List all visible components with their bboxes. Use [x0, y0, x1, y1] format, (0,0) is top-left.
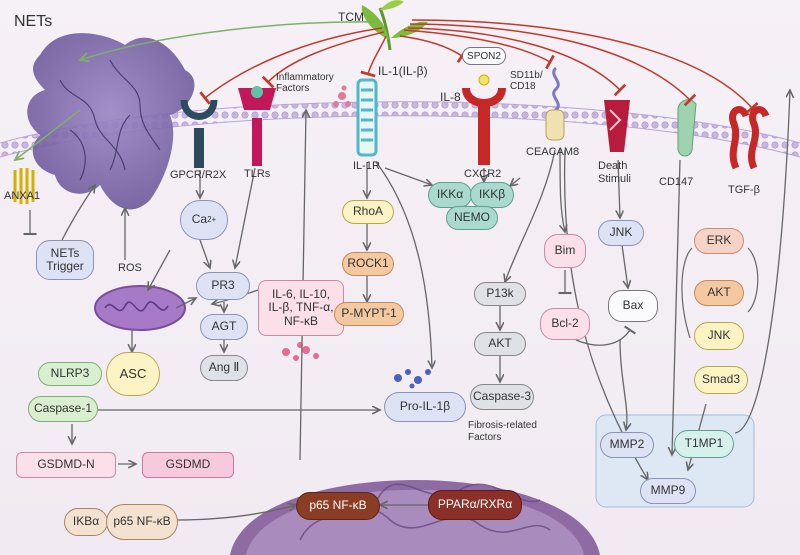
cxcr2-label: CXCR2 — [464, 168, 502, 180]
cxcr2-receptor — [462, 74, 506, 165]
fibrosis-label: Fibrosis-related Factors — [468, 420, 537, 443]
erk-node: ERK — [694, 228, 744, 254]
p65a-node: p65 NF-κB — [106, 504, 178, 540]
spon2-node: SPON2 — [462, 47, 506, 65]
gsdmd-node: GSDMD — [142, 452, 234, 478]
il1r-receptor — [356, 78, 378, 157]
nemo-node: NEMO — [446, 206, 498, 230]
mmp9-node: MMP9 — [640, 478, 696, 504]
rock1-node: ROCK1 — [342, 252, 394, 276]
anxa1-receptor — [13, 168, 35, 204]
mmp2-node: MMP2 — [600, 432, 654, 458]
nlrp3-node: NLRP3 — [38, 362, 102, 386]
tlrs-receptor — [238, 86, 276, 166]
il8-label: IL-8 — [440, 90, 461, 104]
p13k-node: P13k — [474, 282, 526, 306]
nets-trigger-node: NETs Trigger — [36, 240, 94, 280]
pmypt1-node: P-MYPT-1 — [334, 302, 404, 326]
nets-label: NETs — [14, 13, 53, 30]
cd147-receptor — [677, 99, 697, 157]
ca-text: Ca — [191, 212, 208, 227]
ikka-node: IKKα — [428, 182, 472, 208]
jnk1-node: JNK — [598, 220, 644, 246]
gpcr-label: GPCR/R2X — [170, 169, 227, 181]
ca-superscript: 2+ — [207, 214, 217, 224]
inflammatory-factor-dots — [333, 85, 351, 107]
gsdmdn-node: GSDMD-N — [16, 452, 116, 478]
jnk2-node: JNK — [694, 322, 744, 350]
ppar-node: PPARα/RXRα — [428, 490, 522, 520]
nucleus — [230, 480, 600, 555]
bim-node: Bim — [544, 234, 586, 268]
ikba-node: IKBα — [64, 508, 108, 536]
tcm-label: TCM — [338, 10, 364, 24]
cd147-label: CD147 — [659, 176, 694, 188]
inflammatory-factors-label: Inflammatory Factors — [276, 72, 334, 94]
bax-node: Bax — [608, 290, 658, 322]
pr3-node: PR3 — [196, 272, 250, 300]
proil1b-node: Pro-IL-1β — [384, 392, 466, 422]
tlrs-label: TLRs — [244, 168, 271, 180]
nets-structure — [27, 33, 195, 210]
t1mp1-node: T1MP1 — [674, 430, 734, 458]
smad3-node: Smad3 — [694, 366, 748, 394]
akt2-node: AKT — [694, 280, 744, 306]
cytokine-dots — [282, 342, 319, 361]
caspase3-node: Caspase-3 — [470, 384, 534, 410]
ceacam8-label: CEACAM8 — [526, 146, 580, 158]
ikkb-node: IKKβ — [470, 182, 514, 208]
mitochondrion — [94, 285, 186, 331]
cytokines-node: IL-6, IL-10, IL-β, TNF-α, NF-κB — [258, 280, 344, 336]
tgfb-label: TGF-β — [728, 184, 760, 196]
ang-node: Ang Ⅱ — [200, 355, 248, 381]
ceacam8-receptor — [545, 66, 565, 141]
death-stimuli-label: Death Stimuli — [598, 160, 632, 185]
akt1-node: AKT — [474, 332, 526, 356]
anxa1-label: ANXA1 — [4, 190, 41, 202]
rhoa-node: RhoA — [342, 200, 394, 224]
agt-node: AGT — [200, 314, 248, 340]
tcm-plant-icon — [361, 0, 428, 51]
gpcr-receptor — [180, 99, 218, 168]
ros-label: ROS — [118, 262, 142, 274]
asc-node: ASC — [106, 352, 160, 396]
caspase1-node: Caspase-1 — [28, 396, 98, 422]
bcl2-node: Bcl-2 — [540, 308, 590, 340]
death-receptor — [604, 100, 630, 152]
sd11b-label: SD11b/ CD18 — [510, 70, 543, 92]
il1r-label: IL-1R — [353, 160, 380, 172]
tgfb-receptor — [729, 106, 770, 170]
pro-il-dots — [394, 369, 431, 389]
p65b-node: p65 NF-κB — [296, 492, 380, 520]
il1-label: IL-1(IL-β) — [378, 64, 428, 78]
